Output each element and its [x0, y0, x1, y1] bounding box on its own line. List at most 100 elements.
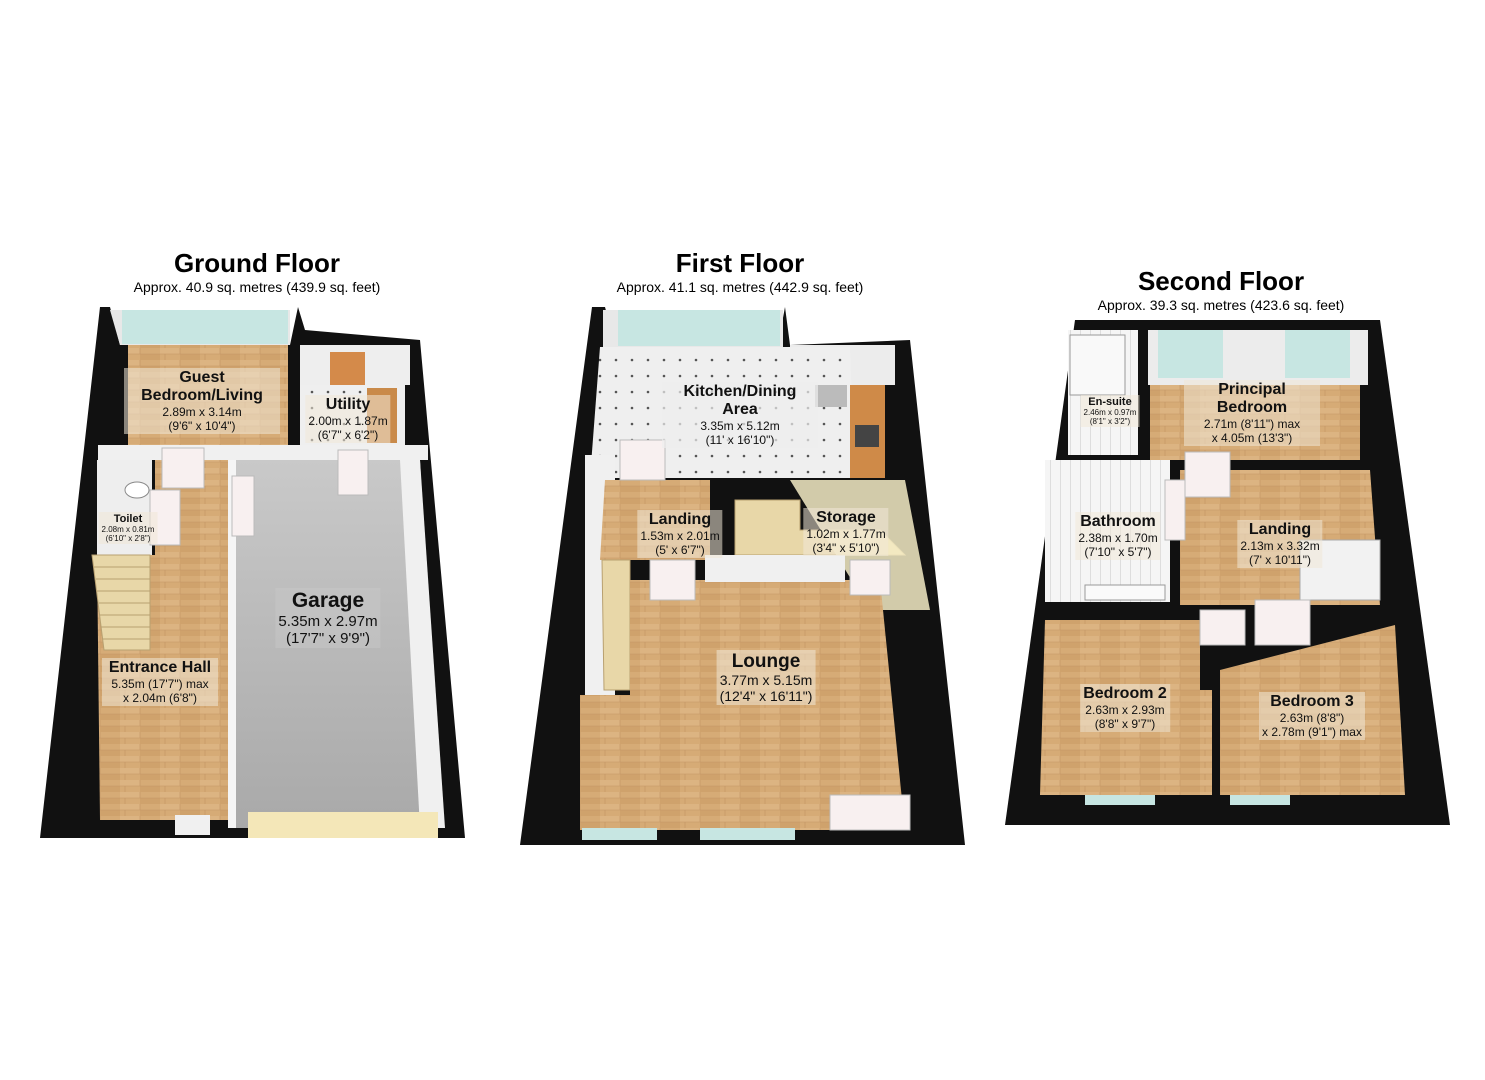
- room-label-bedroom-3: Bedroom 3 2.63m (8'8") x 2.78m (9'1") ma…: [1259, 692, 1365, 740]
- room-name: Utility: [325, 396, 371, 413]
- room-dim: 1.53m x 2.01m: [640, 529, 720, 543]
- room-dim: 2.89m x 3.14m: [162, 405, 242, 419]
- hall-front-door-frame: [175, 815, 210, 835]
- room-dim: (12'4" x 16'11"): [719, 688, 813, 704]
- kitchen-hob: [855, 425, 879, 447]
- ground-floor-title: Ground Floor Approx. 40.9 sq. metres (43…: [92, 248, 422, 296]
- room-label-second-landing: Landing 2.13m x 3.32m (7' x 10'11"): [1237, 520, 1323, 568]
- room-dim: 2.08m x 0.81m: [101, 525, 155, 534]
- room-dim: x 2.78m (9'1") max: [1262, 725, 1362, 739]
- principal-window-right: [1285, 330, 1350, 378]
- bathroom-bath: [1084, 584, 1166, 601]
- room-dim: 2.46m x 0.97m: [1083, 408, 1137, 417]
- toilet-basin: [124, 481, 150, 499]
- lounge-balcony-doors: [829, 794, 911, 831]
- utility-door: [337, 449, 369, 496]
- room-label-hall: Entrance Hall 5.35m (17'7") max x 2.04m …: [102, 658, 218, 706]
- room-name: Guest Bedroom/Living: [141, 369, 263, 404]
- room-dim: (8'8" x 9'7"): [1094, 717, 1156, 731]
- ground-stairs: [91, 554, 151, 651]
- room-label-utility: Utility 2.00m x 1.87m (6'7" x 6'2"): [305, 395, 391, 443]
- room-dim: 1.02m x 1.77m: [806, 527, 886, 541]
- bedroom-2-door: [1199, 609, 1246, 646]
- room-dim: 2.63m x 2.93m: [1085, 703, 1165, 717]
- room-label-bathroom: Bathroom 2.38m x 1.70m (7'10" x 5'7"): [1075, 512, 1161, 560]
- room-dim: (8'1" x 3'2"): [1089, 417, 1131, 426]
- room-dim: 3.35m x 5.12m: [700, 419, 780, 433]
- room-label-toilet: Toilet 2.08m x 0.81m (6'10" x 2'8"): [98, 512, 158, 544]
- room-label-first-landing: Landing 1.53m x 2.01m (5' x 6'7"): [637, 510, 723, 558]
- room-label-ensuite: En-suite 2.46m x 0.97m (8'1" x 3'2"): [1080, 395, 1140, 427]
- garage-side-door: [231, 475, 255, 537]
- guest-door: [161, 447, 205, 489]
- room-dim: (11' x 16'10"): [705, 433, 775, 447]
- bedroom-3-door: [1254, 599, 1311, 646]
- guest-window: [122, 310, 288, 344]
- room-dim: (7'10" x 5'7"): [1084, 545, 1152, 559]
- ensuite-shower: [1069, 334, 1126, 396]
- lounge-window-mid: [700, 828, 795, 840]
- room-name: Principal Bedroom: [1216, 381, 1288, 416]
- room-label-garage: Garage 5.35m x 2.97m (17'7" x 9'9"): [275, 588, 381, 648]
- room-dim: 3.77m x 5.15m: [719, 672, 813, 688]
- room-name: Toilet: [113, 513, 143, 525]
- room-name: En-suite: [1088, 396, 1132, 408]
- room-dim: 2.00m x 1.87m: [308, 414, 388, 428]
- ground-floor-name: Ground Floor: [173, 248, 341, 278]
- room-dim: (6'7" x 6'2"): [317, 428, 379, 442]
- room-dim: 2.63m (8'8"): [1279, 711, 1345, 725]
- lounge-floor: [580, 580, 905, 830]
- second-floor-title: Second Floor Approx. 39.3 sq. metres (42…: [1055, 266, 1387, 314]
- first-floor-name: First Floor: [675, 248, 805, 278]
- garage-right-wall: [400, 460, 445, 828]
- room-dim: (6'10" x 2'8"): [105, 534, 151, 543]
- room-dim: x 2.04m (6'8"): [123, 691, 197, 705]
- room-dim: (3'4" x 5'10"): [812, 541, 880, 555]
- lounge-inner-wall: [705, 555, 845, 582]
- room-dim: x 4.05m (13'3"): [1211, 431, 1293, 445]
- second-floor-area: Approx. 39.3 sq. metres (423.6 sq. feet): [1097, 297, 1345, 313]
- room-label-bedroom-2: Bedroom 2 2.63m x 2.93m (8'8" x 9'7"): [1080, 684, 1170, 732]
- room-label-storage: Storage 1.02m x 1.77m (3'4" x 5'10"): [803, 508, 889, 556]
- second-floor-name: Second Floor: [1137, 266, 1305, 296]
- first-floor-area: Approx. 41.1 sq. metres (442.9 sq. feet): [616, 279, 864, 295]
- first-floor-title: First Floor Approx. 41.1 sq. metres (442…: [572, 248, 908, 296]
- hall-floor: [97, 460, 228, 820]
- room-dim: 5.35m x 2.97m: [278, 613, 378, 630]
- room-name: Bedroom 3: [1270, 693, 1354, 710]
- room-dim: 2.71m (8'11") max: [1203, 417, 1301, 431]
- room-dim: 2.13m x 3.32m: [1240, 539, 1320, 553]
- bedroom-3-window: [1230, 795, 1290, 805]
- room-name: Bathroom: [1080, 513, 1156, 530]
- garage-door: [248, 812, 438, 838]
- first-left-stairs: [601, 559, 631, 691]
- lounge-window-left: [582, 828, 657, 840]
- kitchen-sink: [815, 385, 847, 407]
- room-dim: (17'7" x 9'9"): [286, 630, 370, 647]
- room-name: Kitchen/Dining Area: [683, 383, 797, 418]
- kitchen-window: [618, 310, 780, 346]
- room-dim: (9'6" x 10'4"): [168, 419, 236, 433]
- room-label-principal: Principal Bedroom 2.71m (8'11") max x 4.…: [1184, 380, 1320, 446]
- bathroom-door: [1164, 479, 1186, 541]
- room-name: Entrance Hall: [108, 659, 212, 676]
- room-name: Landing: [648, 511, 712, 528]
- first-landing-door: [619, 439, 666, 481]
- room-name: Bedroom 2: [1083, 685, 1167, 702]
- room-label-lounge: Lounge 3.77m x 5.15m (12'4" x 16'11"): [716, 650, 816, 705]
- principal-door: [1184, 451, 1231, 498]
- room-label-kitchen: Kitchen/Dining Area 3.35m x 5.12m (11' x…: [662, 382, 818, 448]
- room-dim: (5' x 6'7"): [655, 543, 705, 557]
- first-storage-door: [849, 559, 891, 596]
- room-dim: 2.38m x 1.70m: [1078, 531, 1158, 545]
- room-name: Landing: [1248, 521, 1312, 538]
- first-lounge-door: [649, 559, 696, 601]
- bedroom-2-window: [1085, 795, 1155, 805]
- room-dim: (7' x 10'11"): [1249, 553, 1311, 567]
- principal-window-left: [1158, 330, 1223, 378]
- garage-left-wall: [228, 460, 236, 828]
- ground-inner-wall-1: [98, 445, 428, 460]
- room-name: Garage: [291, 589, 365, 612]
- room-dim: 5.35m (17'7") max: [111, 677, 209, 691]
- room-label-guest: Guest Bedroom/Living 2.89m x 3.14m (9'6"…: [124, 368, 280, 434]
